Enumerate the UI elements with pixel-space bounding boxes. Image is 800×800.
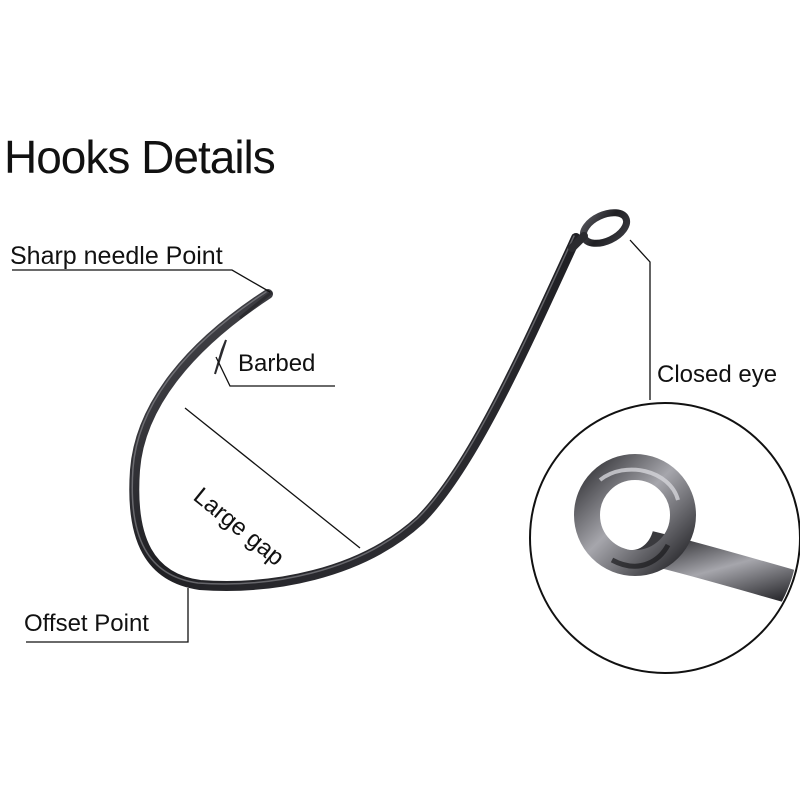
closed-eye-zoom-circle	[529, 402, 800, 674]
leader-needle-point	[12, 269, 271, 293]
label-closed-eye: Closed eye	[657, 361, 778, 388]
hook-body	[129, 233, 581, 591]
label-barbed: Barbed	[238, 350, 316, 377]
hook-eye	[568, 209, 631, 252]
leader-barbed	[215, 356, 335, 387]
leader-large-gap	[184, 407, 361, 549]
page-title: Hooks Details	[4, 131, 276, 183]
leader-closed-eye	[629, 239, 651, 400]
leader-offset-point	[26, 588, 189, 643]
leader-lines	[12, 239, 651, 643]
label-sharp-needle-point: Sharp needle Point	[10, 242, 223, 270]
label-offset-point: Offset Point	[24, 610, 149, 637]
